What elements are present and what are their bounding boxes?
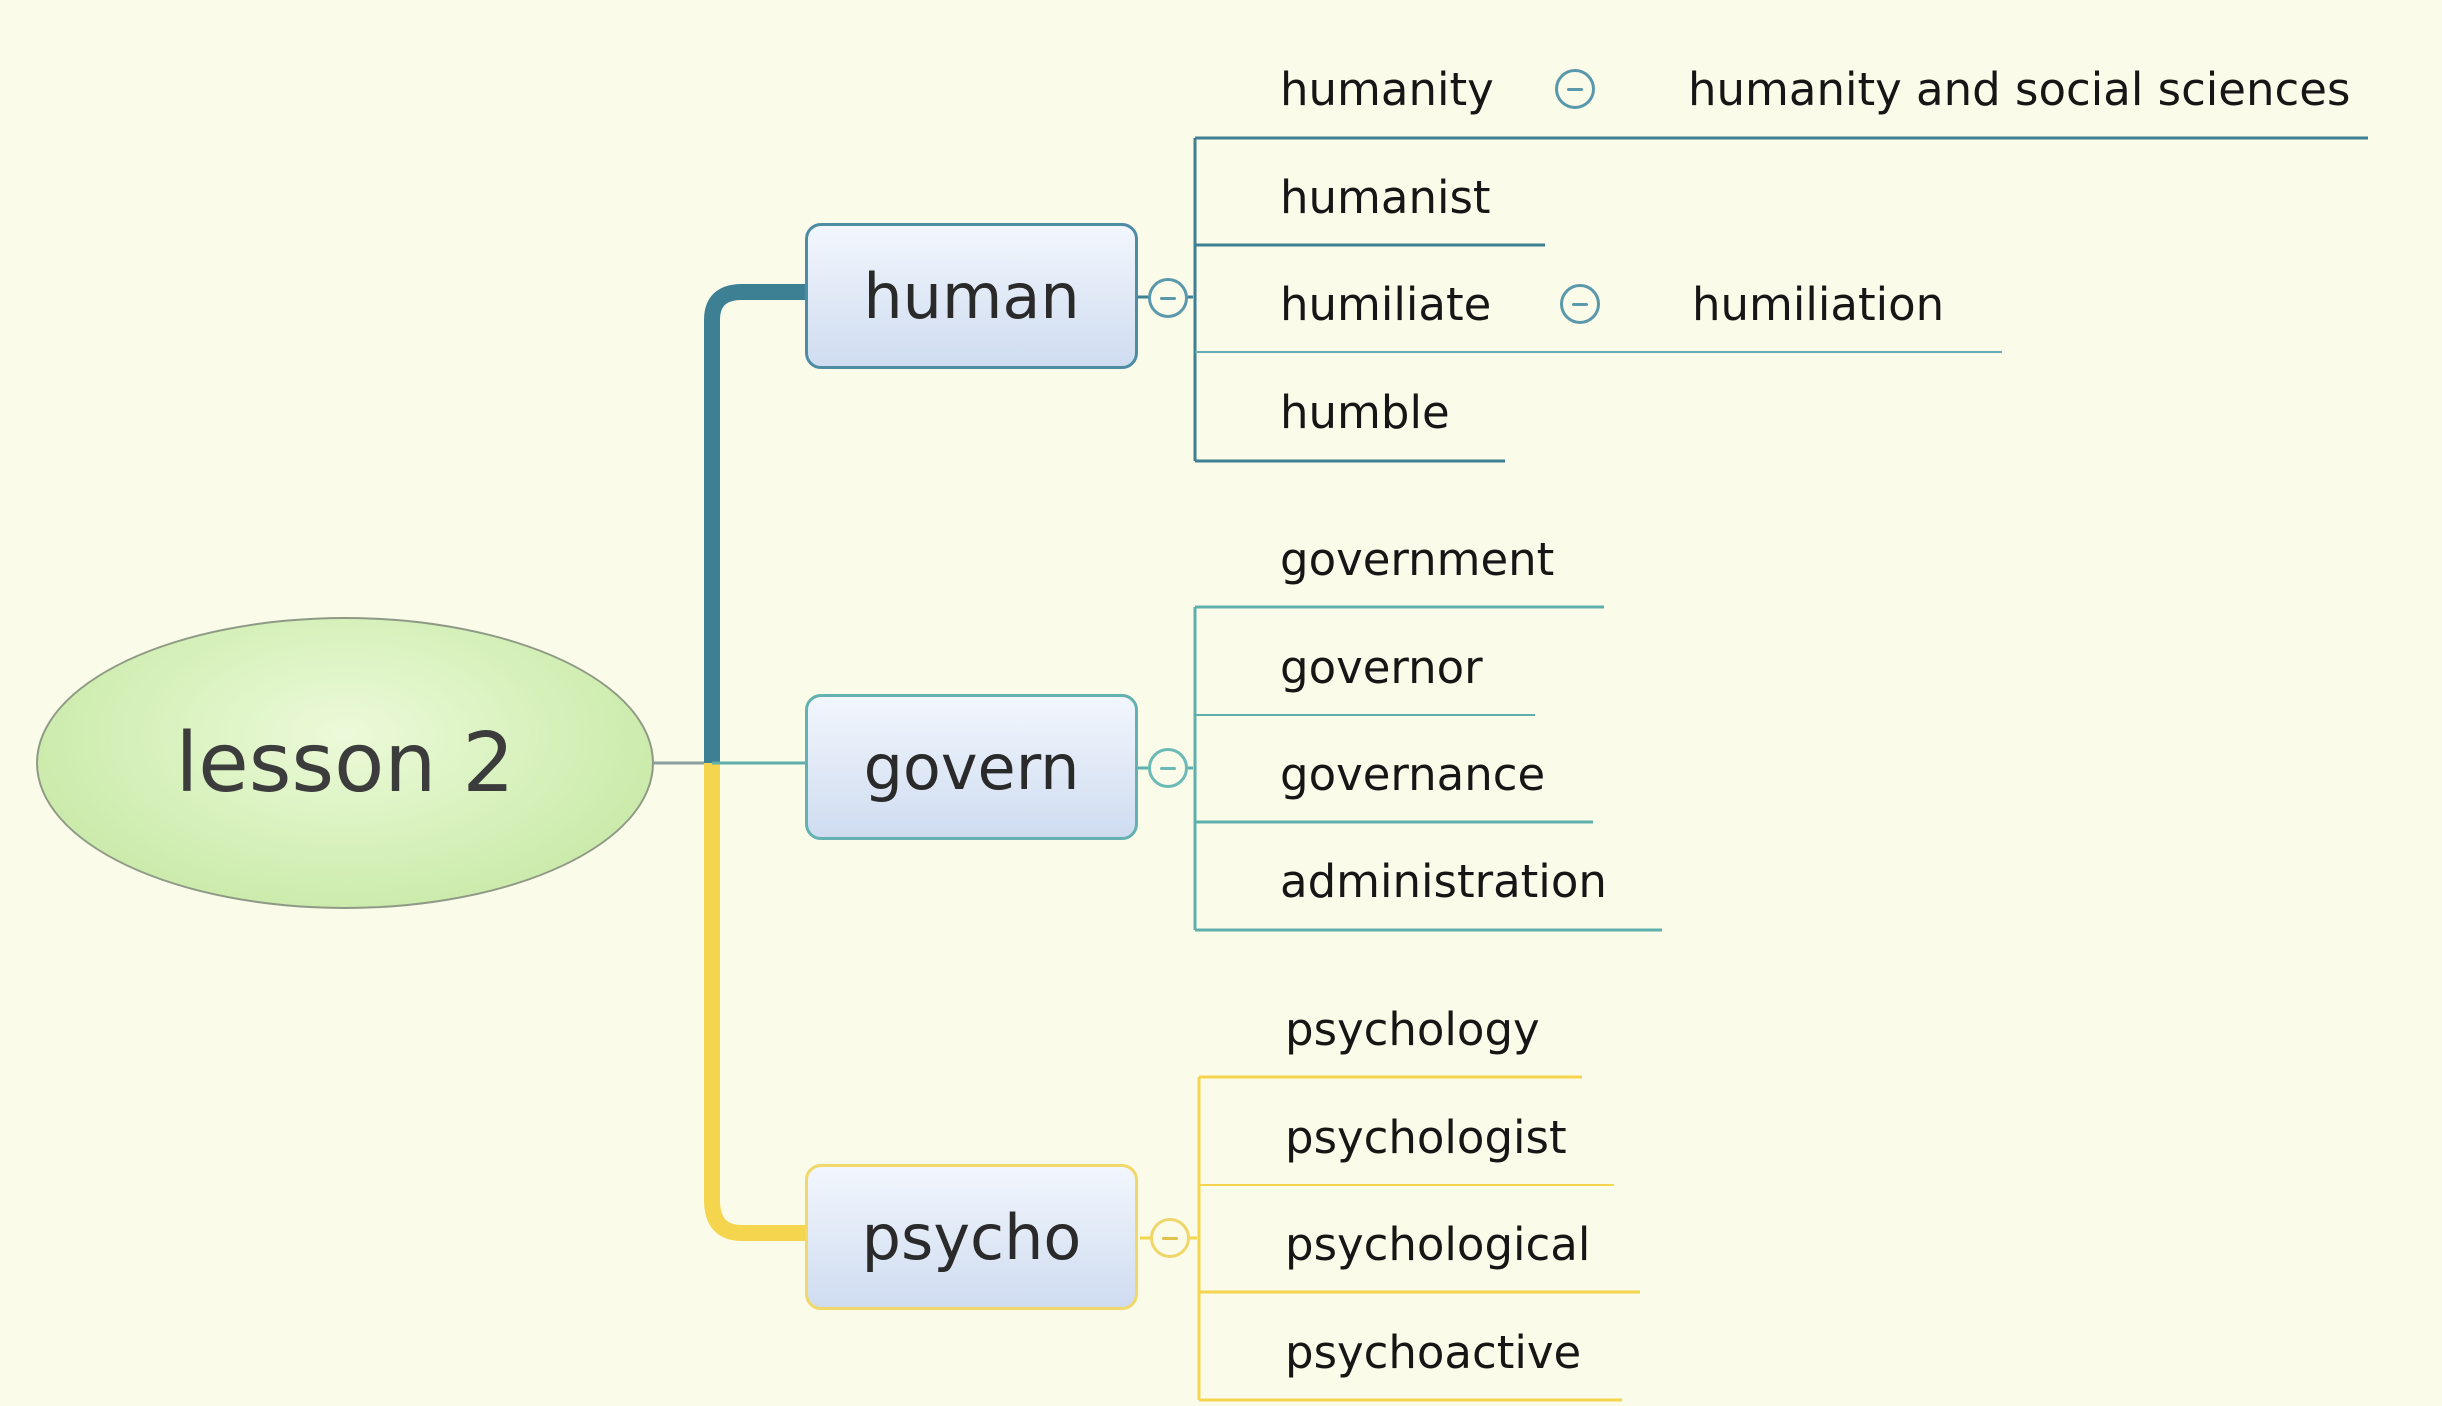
subtopic-administration[interactable]: administration [1280, 855, 1607, 908]
subtopic-psychologist[interactable]: psychologist [1285, 1111, 1567, 1164]
central-topic-label: lesson 2 [175, 715, 515, 811]
collapse-humanity-button[interactable] [1555, 69, 1595, 109]
collapse-govern-button[interactable] [1148, 748, 1188, 788]
topic-human[interactable]: human [805, 223, 1138, 369]
minus-circle-icon [1160, 296, 1176, 300]
subtopic-psychoactive[interactable]: psychoactive [1285, 1326, 1582, 1379]
human-trunk [704, 284, 805, 763]
psycho-trunk [704, 763, 805, 1241]
minus-circle-icon [1567, 87, 1583, 91]
subtopic-psychology[interactable]: psychology [1285, 1003, 1540, 1056]
topic-govern-label: govern [863, 730, 1080, 804]
topic-psycho-label: psycho [861, 1200, 1082, 1274]
collapse-humiliate-button[interactable] [1560, 284, 1600, 324]
govern-subtree-lines [1138, 605, 1662, 932]
subtopic-humanist[interactable]: humanist [1280, 171, 1491, 224]
subtopic-humiliate[interactable]: humiliate [1280, 278, 1492, 331]
subtopic-governance[interactable]: governance [1280, 748, 1546, 801]
minus-circle-icon [1162, 1236, 1178, 1240]
subtopic-government[interactable]: government [1280, 533, 1555, 586]
subtopic-humanity[interactable]: humanity [1280, 63, 1494, 116]
collapse-psycho-button[interactable] [1150, 1218, 1190, 1258]
minus-circle-icon [1572, 302, 1588, 306]
subtopic-humble[interactable]: humble [1280, 386, 1450, 439]
topic-human-label: human [863, 259, 1080, 333]
subtopic-humiliation[interactable]: humiliation [1692, 278, 1945, 331]
minus-circle-icon [1160, 766, 1176, 770]
collapse-human-button[interactable] [1148, 278, 1188, 318]
central-topic[interactable]: lesson 2 [36, 617, 654, 909]
subtopic-governor[interactable]: governor [1280, 641, 1483, 694]
topic-psycho[interactable]: psycho [805, 1164, 1138, 1310]
subtopic-humanity-and-social-sciences[interactable]: humanity and social sciences [1688, 63, 2351, 116]
topic-govern[interactable]: govern [805, 694, 1138, 840]
subtopic-psychological[interactable]: psychological [1285, 1218, 1591, 1271]
